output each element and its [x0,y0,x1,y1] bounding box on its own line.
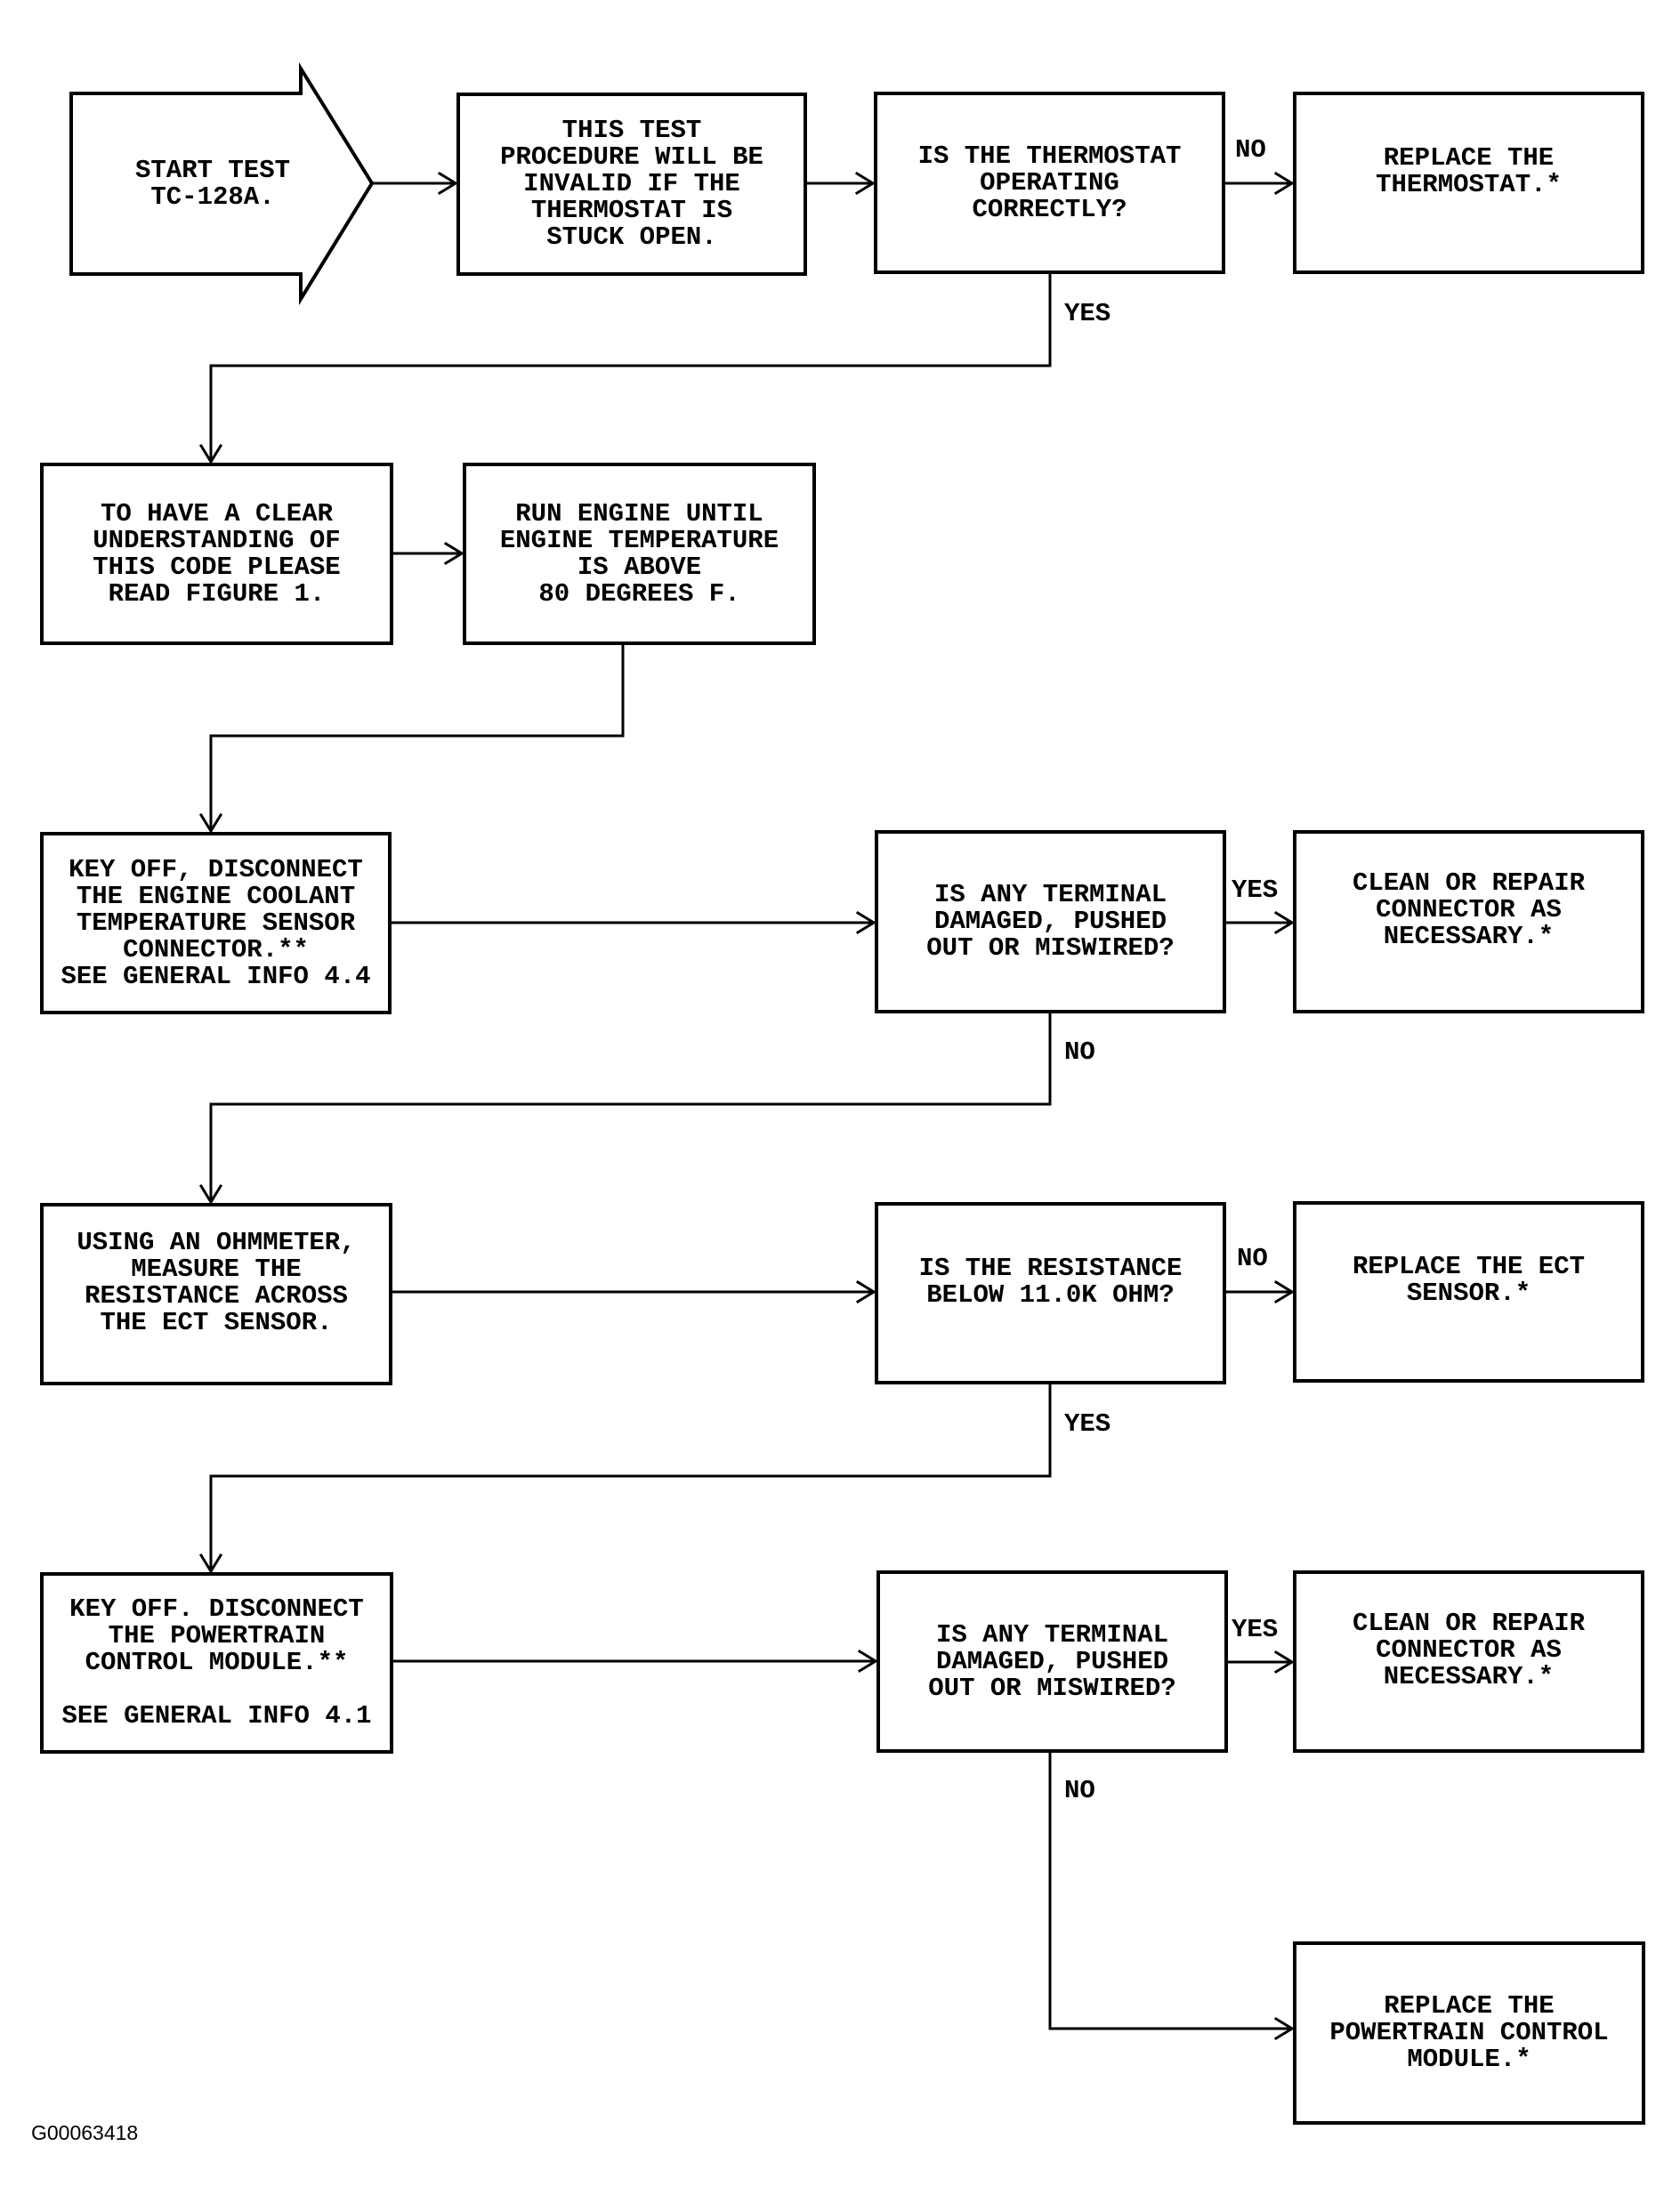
edge-label-yes-terminal-2: YES [1232,1615,1279,1644]
flowchart-node-replace-ect-sensor: REPLACE THE ECT SENSOR.* [1293,1201,1644,1383]
edge-label-yes-resistance: YES [1064,1409,1111,1439]
flowchart-node-clean-or-repair-connector-1: CLEAN OR REPAIR CONNECTOR AS NECESSARY.* [1293,830,1644,1013]
flowchart-node-disconnect-ect-connector: KEY OFF, DISCONNECT THE ENGINE COOLANT T… [40,832,392,1014]
flowchart-node-clean-or-repair-connector-2: CLEAN OR REPAIR CONNECTOR AS NECESSARY.* [1293,1570,1644,1753]
start-arrow-shape [69,61,375,306]
figure-id-label: G00063418 [31,2121,139,2144]
flowchart-node-run-engine: RUN ENGINE UNTIL ENGINE TEMPERATURE IS A… [463,463,816,645]
flowchart-node-question-thermostat-operating: IS THE THERMOSTAT OPERATING CORRECTLY? [874,92,1225,274]
edge-label-no-thermostat: NO [1235,135,1266,165]
flowchart-node-question-terminal-damaged-1: IS ANY TERMINAL DAMAGED, PUSHED OUT OR M… [875,830,1226,1013]
edge-label-no-terminal-1: NO [1064,1037,1095,1067]
edge-label-yes-terminal-1: YES [1232,876,1279,905]
flowchart-node-question-terminal-damaged-2: IS ANY TERMINAL DAMAGED, PUSHED OUT OR M… [876,1570,1228,1753]
flowchart-node-question-resistance-below-11k: IS THE RESISTANCE BELOW 11.0K OHM? [875,1202,1226,1384]
edge-label-no-resistance: NO [1237,1244,1268,1273]
flowchart-node-invalid-note: THIS TEST PROCEDURE WILL BE INVALID IF T… [456,93,807,276]
flowchart-node-replace-thermostat: REPLACE THE THERMOSTAT.* [1293,92,1644,274]
flowchart-node-start: START TEST TC-128A. [134,155,291,212]
flowchart-node-disconnect-pcm: KEY OFF. DISCONNECT THE POWERTRAIN CONTR… [40,1572,393,1754]
flowchart-node-read-figure-1: TO HAVE A CLEAR UNDERSTANDING OF THIS CO… [40,463,393,645]
flowchart-node-measure-resistance: USING AN OHMMETER, MEASURE THE RESISTANC… [40,1203,392,1385]
edge-label-no-terminal-2: NO [1064,1776,1095,1805]
edge-label-yes-thermostat: YES [1064,299,1111,328]
flowchart-node-replace-pcm: REPLACE THE POWERTRAIN CONTROL MODULE.* [1293,1941,1645,2125]
